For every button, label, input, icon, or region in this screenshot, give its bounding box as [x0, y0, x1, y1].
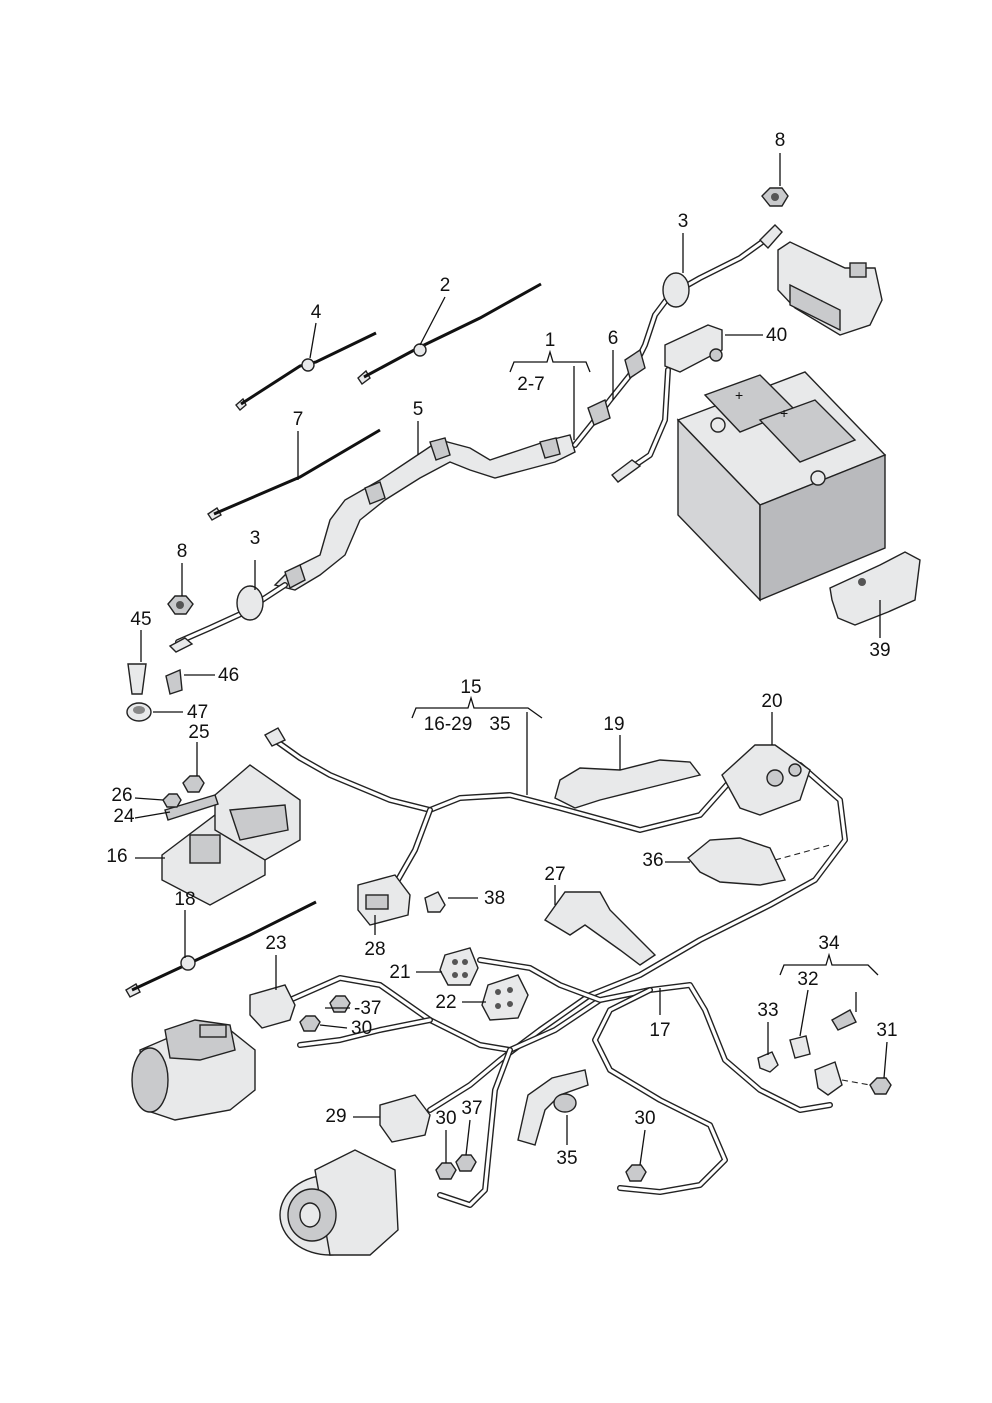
battery-cable-6 [572, 224, 783, 448]
callout-3-lower: 3 [250, 528, 261, 549]
connector-29 [379, 1094, 431, 1143]
callout-16: 16 [106, 846, 127, 867]
svg-text:+: + [735, 387, 743, 403]
fuse-box-20 [721, 744, 811, 816]
starter-motor [131, 1019, 256, 1121]
callout-45: 45 [130, 609, 151, 630]
callout-29: 29 [325, 1106, 346, 1127]
nut-30c [625, 1164, 647, 1182]
bracket-34 [814, 1061, 871, 1096]
bolt-34 [831, 1009, 857, 1031]
callout-8-upper: 8 [775, 130, 786, 151]
clip-32 [789, 1035, 811, 1059]
callout-36: 36 [642, 850, 663, 871]
nut-8-upper [761, 187, 789, 207]
callout-25: 25 [188, 722, 209, 743]
callout-30-b: 30 [435, 1108, 456, 1129]
bolt-38 [424, 891, 446, 913]
alternator [279, 1149, 399, 1256]
callout-2: 2 [440, 275, 451, 296]
callout-28: 28 [364, 939, 385, 960]
battery: + + [676, 371, 887, 602]
callout-27: 27 [544, 864, 565, 885]
nut-37b [455, 1154, 477, 1172]
callout-8-lower: 8 [177, 541, 188, 562]
bolt-46 [165, 668, 183, 695]
callout-34: 34 [818, 933, 840, 954]
bolt-45 [127, 663, 147, 695]
nut-37a [329, 995, 351, 1013]
sleeve-47 [126, 702, 152, 722]
callout-19: 19 [603, 714, 624, 735]
callout-35-lower: 35 [556, 1148, 577, 1169]
callout-38: 38 [484, 888, 505, 909]
callout-35-upper: 35 [489, 714, 510, 735]
callout-21: 21 [389, 962, 410, 983]
callout-30-c: 30 [634, 1108, 655, 1129]
connector-21 [439, 947, 479, 986]
cable-tie-7 [207, 428, 381, 521]
battery-bracket-39 [829, 551, 921, 626]
callout-33: 33 [757, 1000, 778, 1021]
leader-lines [134, 153, 888, 1166]
callout-2-7: 2-7 [517, 374, 544, 395]
wiring-harness-15 [264, 727, 848, 1113]
connector-22 [481, 974, 529, 1021]
grommet-33 [757, 1051, 779, 1073]
bracket-27 [543, 891, 657, 966]
pipe-35 [517, 1069, 589, 1146]
connector-23 [249, 984, 296, 1029]
cable-duct-5 [273, 434, 576, 591]
callout-30-a: 30 [351, 1018, 372, 1039]
callout-24: 24 [113, 806, 135, 827]
cable-tie-2 [357, 282, 542, 386]
wiring-harness-17 [287, 957, 833, 1208]
nut-31 [869, 1077, 892, 1095]
callout-40: 40 [766, 325, 787, 346]
cable-tie-4 [235, 331, 377, 411]
bracket-36 [687, 837, 831, 886]
callout-3-upper: 3 [678, 211, 689, 232]
nut-26 [162, 793, 182, 808]
plate-24 [164, 794, 219, 821]
callout-labels: 8 3 2 4 1 6 40 2-7 5 7 8 3 45 39 46 15 2… [106, 130, 897, 1169]
callout-4: 4 [311, 302, 322, 323]
fuse-holder-16 [161, 764, 301, 906]
callout-17: 17 [649, 1020, 670, 1041]
callout-16-29: 16-29 [424, 714, 473, 735]
callout-20: 20 [761, 691, 782, 712]
callout-5: 5 [413, 399, 424, 420]
callout-37-a: -37 [354, 998, 381, 1019]
callout-18: 18 [174, 889, 195, 910]
ground-cable-40 [610, 324, 723, 483]
callout-46: 46 [218, 665, 239, 686]
cable-tie-18 [125, 900, 317, 998]
callout-32: 32 [797, 969, 818, 990]
callout-1: 1 [545, 330, 556, 351]
callout-7: 7 [293, 409, 304, 430]
battery-cable-3-lower [168, 582, 288, 653]
callout-15: 15 [460, 677, 481, 698]
nut-8-lower [167, 595, 194, 615]
callout-47: 47 [187, 702, 208, 723]
callout-22: 22 [435, 992, 456, 1013]
callout-37-b: 37 [461, 1098, 482, 1119]
nut-30a [299, 1015, 321, 1032]
fuse-cover [777, 241, 883, 336]
callout-39: 39 [869, 640, 890, 661]
callout-23: 23 [265, 933, 286, 954]
callout-26: 26 [111, 785, 132, 806]
callout-6: 6 [608, 328, 619, 349]
callout-31: 31 [876, 1020, 897, 1041]
heat-shield-19 [554, 759, 702, 809]
connector-28 [357, 874, 411, 926]
svg-text:+: + [780, 405, 788, 421]
nut-25 [182, 775, 205, 793]
nut-30b [435, 1162, 457, 1180]
